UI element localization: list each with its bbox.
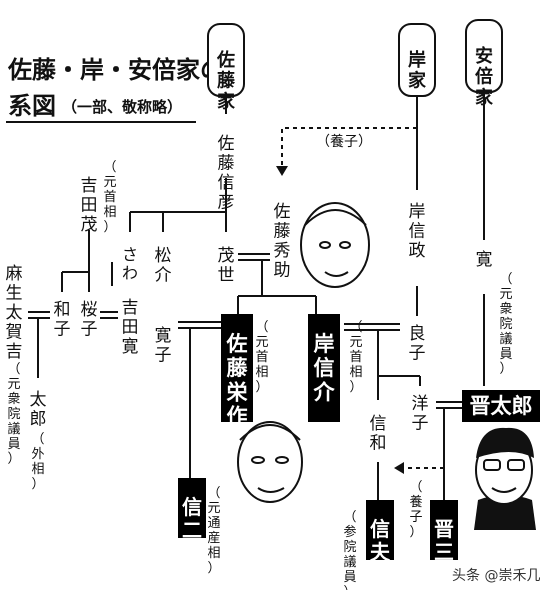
highlight-nobuo [366, 500, 394, 560]
title-line2: 系図 [8, 92, 56, 120]
role-shinji: （元通産相） [207, 486, 220, 576]
person-sakurako: 桜子 [81, 300, 98, 340]
family-box-abe [465, 19, 503, 93]
person-yoko: 洋子 [412, 394, 429, 434]
highlight-shintaro [462, 390, 540, 422]
portrait-eisaku [237, 421, 303, 503]
person-moyo: 茂世 [218, 246, 235, 286]
person-hiroko: 寛子 [155, 326, 172, 366]
role-taro: （外相） [31, 432, 44, 492]
family-box-sato [207, 23, 245, 97]
role-aso-takakichi: （元衆院議員） [7, 362, 20, 467]
role-yoshida-shigeru: （元首相） [103, 160, 116, 235]
person-yoshida-shigeru: 吉田茂 [81, 176, 98, 235]
person-aso-takakichi: 麻生太賀吉 [6, 264, 23, 362]
family-abe: 安倍家 [475, 45, 494, 108]
person-kishi-nobusuke: 岸信介 [313, 332, 336, 404]
person-yoshida-hiroshi: 吉田寛 [122, 298, 139, 357]
person-kazuko: 和子 [54, 300, 71, 340]
person-kishi-nobumasa: 岸信政 [409, 202, 426, 261]
person-matsusuke: 松介 [155, 246, 172, 286]
person-shinzo: 晋三 [434, 517, 454, 564]
label-adopted-2: （養子） [409, 480, 422, 540]
person-sato-eisaku: 佐藤栄作 [226, 332, 249, 428]
family-kishi: 岸家 [408, 49, 427, 92]
highlight-shinji [178, 478, 206, 538]
person-hiroshi-abe: 寛 [476, 250, 493, 270]
person-taro: 太郎 [30, 390, 47, 430]
adoption-arrow [276, 166, 288, 176]
person-nobuo: 信夫 [370, 517, 391, 564]
adoption-arrow-2 [394, 462, 404, 474]
role-hiroshi-abe: （元衆院議員） [499, 272, 512, 377]
person-yoshiko: 良子 [409, 324, 426, 364]
title-line1: 佐藤・岸・安倍家の [7, 56, 224, 84]
family-box-kishi [398, 23, 436, 97]
text-labels: 佐藤家 岸家 安倍家佐藤信彦佐藤秀助茂世 松介さわ 吉田茂 （元首相） 吉田寛 桜子和子 麻生太… [6, 45, 533, 590]
title: 佐藤・岸・安倍家の 系図 （一部、敬称略） [6, 56, 224, 123]
person-sato-nobuhiko: 佐藤信彦 [218, 134, 235, 213]
highlight-shinzo [430, 500, 458, 560]
watermark: 头条 @崇禾几 [452, 567, 540, 584]
person-sawa: さわ [122, 245, 138, 282]
title-note: （一部、敬称略） [62, 98, 182, 116]
label-adopted-1: （養子） [316, 133, 372, 150]
connector-lines [28, 92, 485, 500]
highlight-sato-eisaku [221, 314, 253, 422]
adoption-lines [281, 127, 444, 469]
highlight-kishi-nobusuke [308, 314, 340, 422]
person-shintaro: 晋太郎 [470, 394, 533, 418]
portrait-shinzo [474, 427, 536, 530]
role-kishi-nobusuke: （元首相） [349, 320, 362, 395]
person-nobukazu: 信和 [370, 414, 387, 454]
role-sato-eisaku: （元首相） [255, 320, 268, 395]
person-shinji: 信二 [182, 495, 202, 542]
portrait-kishi [300, 202, 370, 288]
person-sato-hidesuke: 佐藤秀助 [274, 202, 291, 281]
role-nobuo: （参院議員） [343, 510, 356, 590]
family-sato: 佐藤家 [216, 49, 236, 112]
